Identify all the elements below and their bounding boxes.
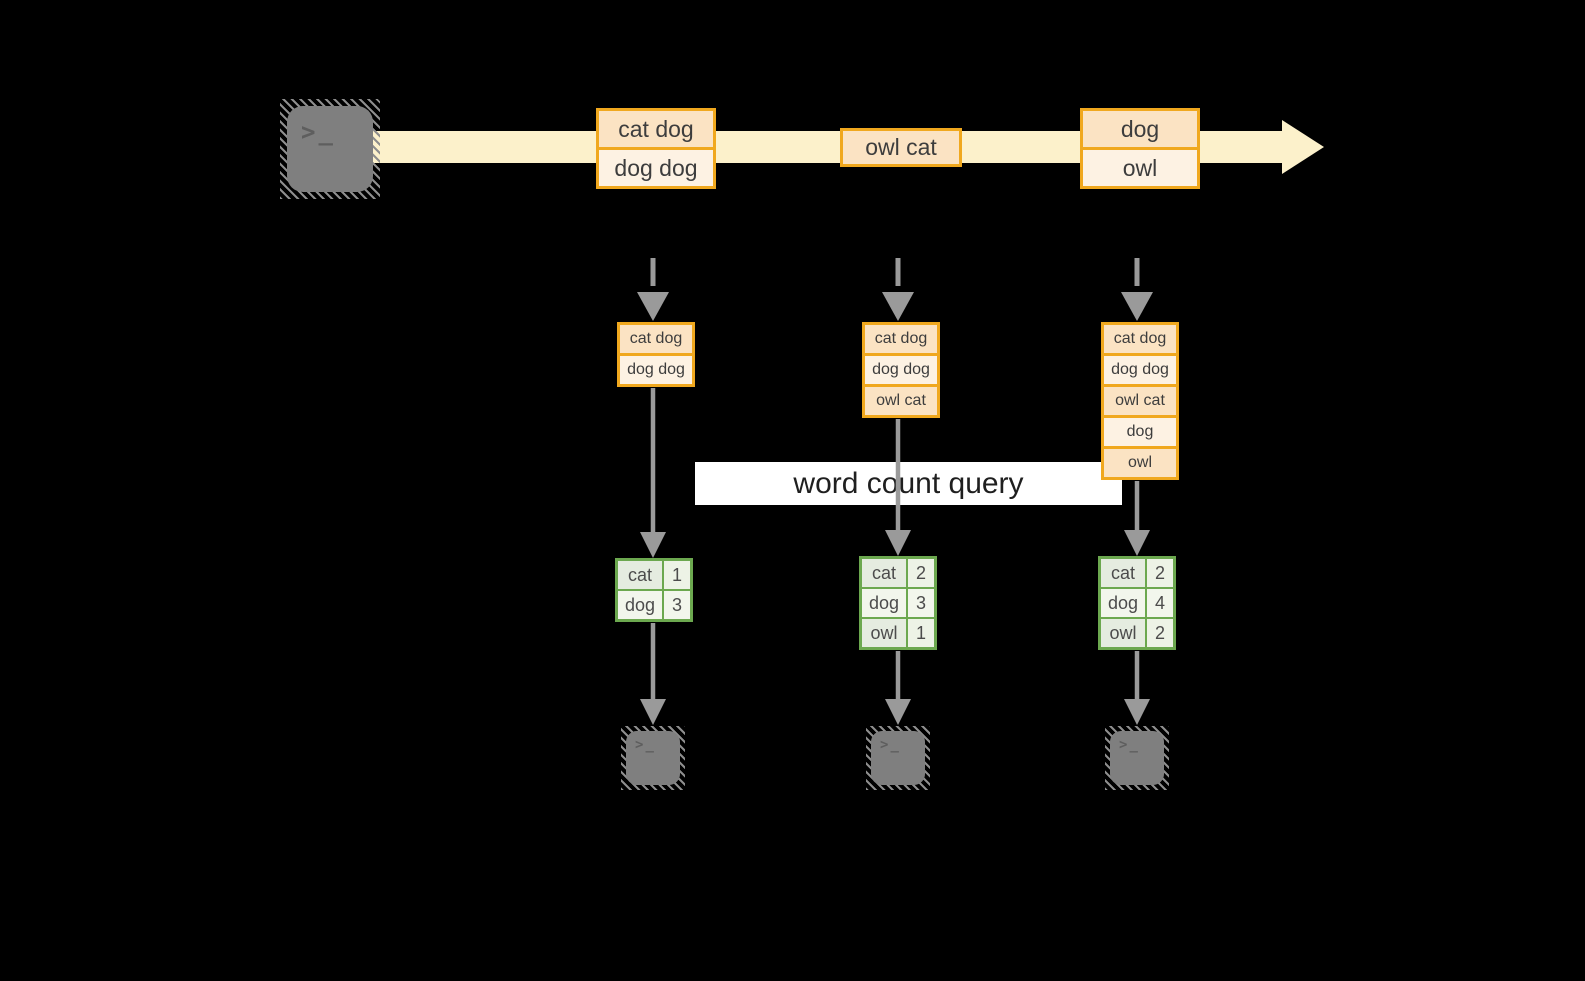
prompt-chevron: > xyxy=(1119,737,1130,753)
terminal-icon: >_ xyxy=(280,99,380,199)
state-row: dog dog xyxy=(620,353,692,384)
count-value: 2 xyxy=(908,559,934,587)
state-row: dog dog xyxy=(1104,353,1176,384)
terminal-icon-body: >_ xyxy=(871,731,925,785)
query-banner: word count query xyxy=(695,462,1122,505)
terminal-icon-body: >_ xyxy=(287,106,373,192)
count-word: owl xyxy=(1101,619,1145,647)
dashed-arrows xyxy=(637,258,1153,321)
count-word: dog xyxy=(1101,589,1145,617)
prompt-underscore: _ xyxy=(645,737,656,753)
count-value: 2 xyxy=(1147,559,1173,587)
count-word: cat xyxy=(618,561,662,589)
stream-event-line: dog xyxy=(1083,111,1197,147)
sink-arrowhead-col1 xyxy=(640,699,666,725)
terminal-icon-body: >_ xyxy=(626,731,680,785)
terminal-prompt-glyph: >_ xyxy=(1119,737,1140,753)
count-table-3: cat 2 dog 4 owl 2 xyxy=(1098,556,1176,650)
count-word: dog xyxy=(862,589,906,617)
terminal-prompt-glyph: >_ xyxy=(635,737,656,753)
state-row: owl cat xyxy=(1104,384,1176,415)
terminal-icon: >_ xyxy=(621,726,685,790)
count-value: 1 xyxy=(908,619,934,647)
sink-arrowhead-col3 xyxy=(1124,699,1150,725)
stream-event-box-1: cat dog dog dog xyxy=(596,108,716,189)
count-word: owl xyxy=(862,619,906,647)
state-row: owl xyxy=(1104,446,1176,477)
stream-event-box-2: owl cat xyxy=(840,128,962,167)
state-row: cat dog xyxy=(1104,325,1176,353)
count-value: 2 xyxy=(1147,619,1173,647)
count-word: dog xyxy=(618,591,662,619)
terminal-icon: >_ xyxy=(866,726,930,790)
dashed-arrowhead-col3 xyxy=(1121,292,1153,321)
terminal-icon-body: >_ xyxy=(1110,731,1164,785)
state-row: cat dog xyxy=(620,325,692,353)
prompt-chevron: > xyxy=(301,118,319,146)
stream-event-line: dog dog xyxy=(599,147,713,186)
state-row: cat dog xyxy=(865,325,937,353)
stream-event-line: owl cat xyxy=(843,131,959,164)
count-value: 1 xyxy=(664,561,690,589)
count-word: cat xyxy=(862,559,906,587)
stream-event-box-3: dog owl xyxy=(1080,108,1200,189)
stream-event-line: cat dog xyxy=(599,111,713,147)
count-value: 3 xyxy=(908,589,934,617)
state-row: dog dog xyxy=(865,353,937,384)
prompt-chevron: > xyxy=(635,737,646,753)
state-row: dog xyxy=(1104,415,1176,446)
state-box-2: cat dog dog dog owl cat xyxy=(862,322,940,418)
prompt-underscore: _ xyxy=(318,118,336,146)
state-row: owl cat xyxy=(865,384,937,415)
terminal-prompt-glyph: >_ xyxy=(880,737,901,753)
count-table-2: cat 2 dog 3 owl 1 xyxy=(859,556,937,650)
state-box-3: cat dog dog dog owl cat dog owl xyxy=(1101,322,1179,480)
count-word: cat xyxy=(1101,559,1145,587)
prompt-underscore: _ xyxy=(1129,737,1140,753)
dashed-arrowhead-col2 xyxy=(882,292,914,321)
prompt-chevron: > xyxy=(880,737,891,753)
prompt-underscore: _ xyxy=(890,737,901,753)
state-box-1: cat dog dog dog xyxy=(617,322,695,387)
count-value: 3 xyxy=(664,591,690,619)
sink-arrowhead-col2 xyxy=(885,699,911,725)
terminal-prompt-glyph: >_ xyxy=(301,118,336,146)
count-table-1: cat 1 dog 3 xyxy=(615,558,693,622)
query-arrowhead-col3 xyxy=(1124,530,1150,556)
query-banner-label: word count query xyxy=(793,466,1024,500)
dashed-arrowhead-col1 xyxy=(637,292,669,321)
stream-event-line: owl xyxy=(1083,147,1197,186)
count-value: 4 xyxy=(1147,589,1173,617)
query-arrowhead-col2 xyxy=(885,530,911,556)
query-arrowhead-col1 xyxy=(640,532,666,558)
stream-arrowhead xyxy=(1282,120,1324,174)
terminal-icon: >_ xyxy=(1105,726,1169,790)
